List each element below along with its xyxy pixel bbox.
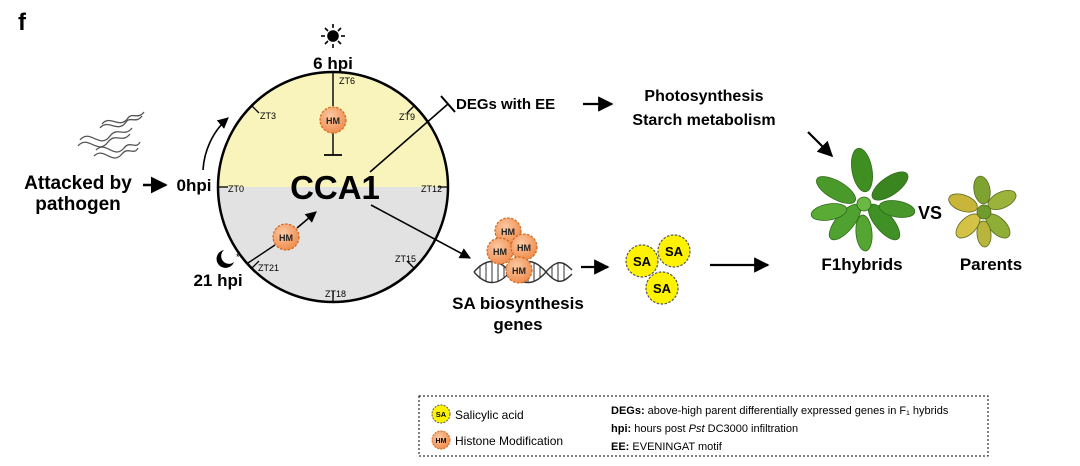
zt0-label: ZT0 [228,184,244,194]
legend-hpi-term: hpi: [611,423,631,435]
hm-badge-cluster-4: HM [505,256,533,284]
zt21-label: ZT21 [258,263,279,273]
zt9-label: ZT9 [399,112,415,122]
pathogen-bacteria-icon [77,111,145,159]
hybrids-label: F1hybrids [821,255,902,274]
degs-label: DEGs with EE [456,96,555,113]
process-line1: Photosynthesis [644,88,763,105]
inhibition-bar-degs [440,95,456,113]
hm-label: HM [326,116,340,126]
sa-genes-line1: SA biosynthesis [452,294,584,313]
zt18-label: ZT18 [325,289,346,299]
arrow-0hpi-curve [202,117,229,171]
arrow-hm-to-cca1 [296,211,317,229]
sun-icon [321,24,345,48]
legend-degs-def: DEGs: above-high parent differentially e… [611,405,949,417]
f1-hybrid-plant-icon [810,147,916,252]
hm-label: HM [512,266,526,276]
label-21hpi: 21 hpi [193,271,242,290]
zt15-label: ZT15 [395,254,416,264]
pathogen-label-line1: Attacked by [24,173,132,194]
hm-label: HM [517,243,531,253]
legend-hm-swatch: HM [431,430,451,450]
zt3-label: ZT3 [260,111,276,121]
process-line2: Starch metabolism [632,112,775,129]
svg-text:*: * [236,252,240,262]
legend-hpi-text-italic: Pst [689,423,706,435]
zt12-label: ZT12 [421,184,442,194]
legend-degs-text: above-high parent differentially express… [645,405,949,417]
line-21hpi-to-hm [247,244,276,264]
sa-molecule-3: SA [645,271,679,305]
legend-hpi-def: hpi: hours post Pst DC3000 infiltration [611,423,798,435]
panel-label: f [18,9,27,36]
moon-icon: * [216,250,240,268]
legend-ee-def: EE: EVENINGAT motif [611,441,723,453]
clock-ticks [218,105,448,302]
hm-badge-cluster-2: HM [486,237,514,265]
hm-badge-cluster-3: HM [510,233,538,261]
sa-label: SA [436,410,447,419]
sa-label: SA [665,244,684,259]
vs-label: VS [918,203,942,223]
pathogen-label-line2: pathogen [35,194,121,215]
legend-hpi-text-post: DC3000 infiltration [705,423,799,435]
parents-label: Parents [960,255,1022,274]
sa-molecule-1: SA [625,244,659,278]
arrow-processes-to-hybrids [807,131,834,158]
inhibition-cca1-to-degs [369,103,449,173]
sa-label: SA [633,254,652,269]
legend-box [418,395,989,457]
legend-ee-term: EE: [611,441,629,453]
parent-plant-icon [948,175,1017,248]
legend-ee-text: EVENINGAT motif [629,441,722,453]
arrow-cca1-to-sa-genes [370,204,471,259]
sa-label: SA [653,281,672,296]
hm-badge-top: HM [319,106,347,134]
hm-badge-left: HM [272,223,300,251]
legend-hm-text: Histone Modification [455,434,563,448]
hm-label: HM [493,247,507,257]
legend-sa-text: Salicylic acid [455,408,524,422]
hm-label: HM [279,233,293,243]
cca1-label: CCA1 [290,169,380,206]
zt6-label: ZT6 [339,76,355,86]
legend-hpi-text-pre: hours post [631,423,688,435]
sa-molecule-2: SA [657,234,691,268]
hm-label: HM [436,438,447,445]
label-0hpi: 0hpi [177,176,212,195]
legend-sa-swatch: SA [431,404,451,424]
legend-degs-term: DEGs: [611,405,645,417]
hm-cluster: HM HM HM HM [486,217,538,284]
hm-label: HM [501,227,515,237]
label-6hpi: 6 hpi [313,54,353,73]
legend: SA Salicylic acid HM Histone Modificatio… [418,395,989,457]
sa-genes-line2: genes [493,315,542,334]
